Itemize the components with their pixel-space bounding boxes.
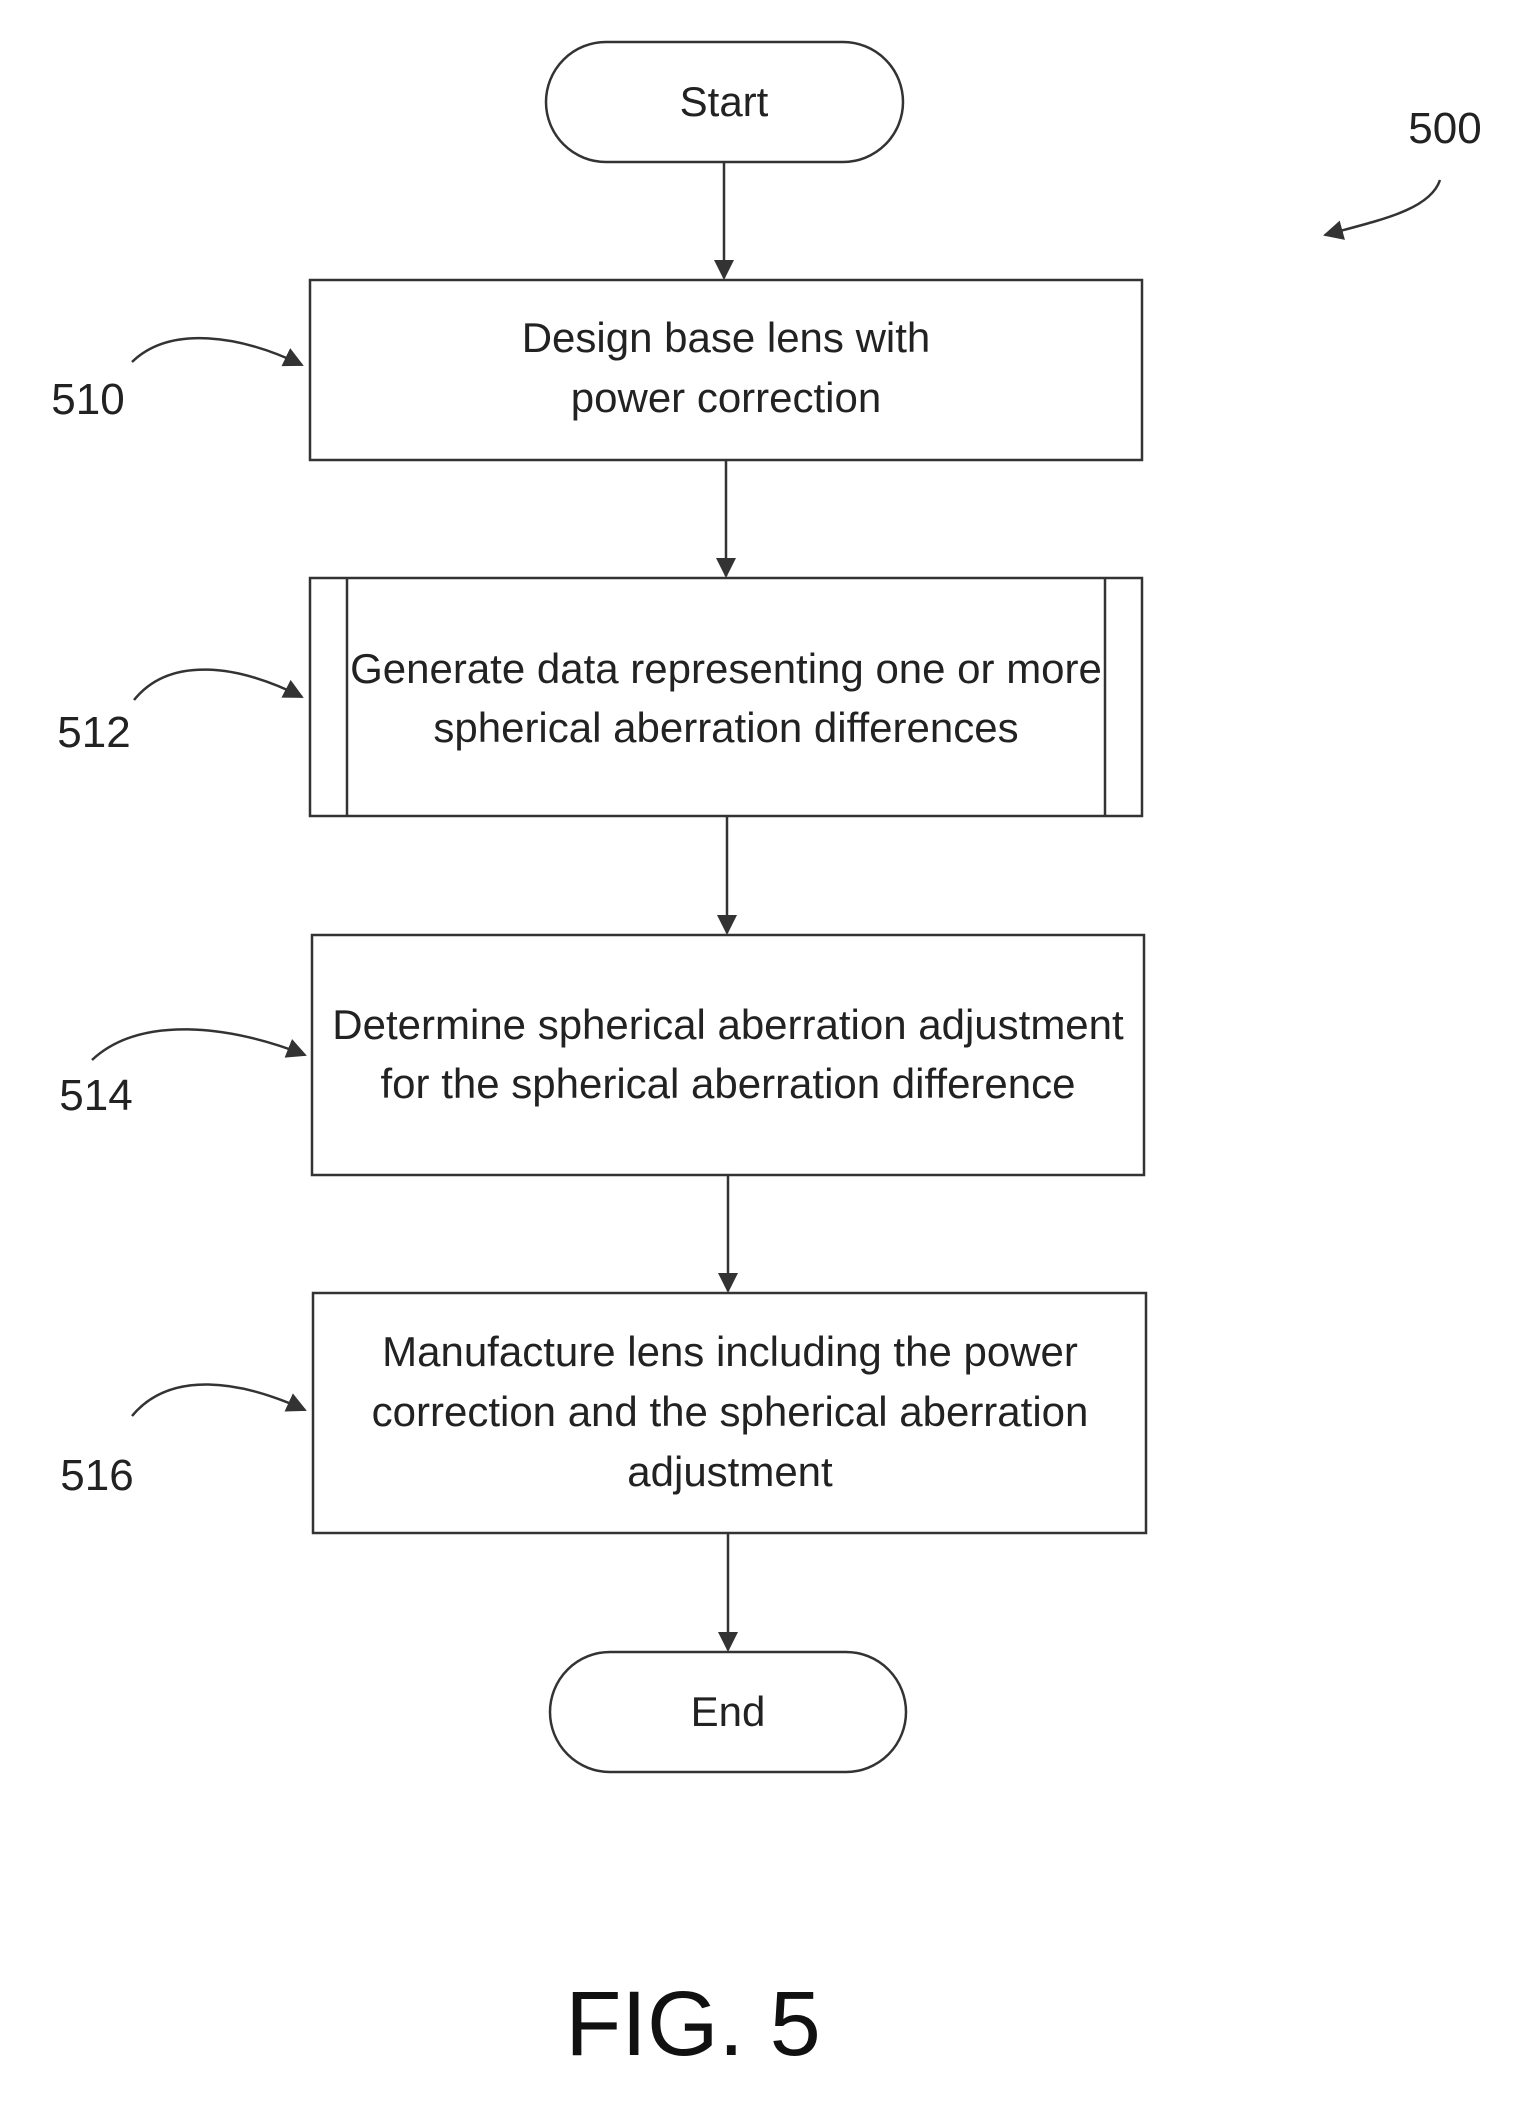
start-label: Start <box>680 78 769 125</box>
step-516: Manufacture lens including the power cor… <box>60 1293 1146 1533</box>
step-510: Design base lens with power correction 5… <box>51 280 1142 460</box>
end-terminal: End <box>550 1652 906 1772</box>
step-510-line-2: power correction <box>571 374 881 421</box>
step-512-ref-leader <box>134 670 302 700</box>
step-512-box <box>310 578 1142 816</box>
step-514-ref-leader <box>92 1029 305 1060</box>
step-510-ref-number: 510 <box>51 375 124 424</box>
step-510-line-1: Design base lens with <box>522 314 931 361</box>
step-512: Generate data representing one or more s… <box>57 578 1142 816</box>
step-516-ref-leader <box>132 1384 305 1416</box>
step-516-line-3: adjustment <box>627 1448 833 1495</box>
step-514-line-1: Determine spherical aberration adjustmen… <box>332 1001 1124 1048</box>
figure-caption: FIG. 5 <box>565 1973 821 2075</box>
step-512-ref-number: 512 <box>57 708 130 757</box>
step-514: Determine spherical aberration adjustmen… <box>59 935 1144 1175</box>
diagram-reference-number: 500 <box>1408 104 1481 153</box>
start-terminal: Start <box>546 42 903 162</box>
step-514-ref-number: 514 <box>59 1071 132 1120</box>
diagram-reference-leader <box>1325 180 1440 235</box>
step-512-line-2: spherical aberration differences <box>433 704 1018 751</box>
step-514-box <box>312 935 1144 1175</box>
step-514-line-2: for the spherical aberration difference <box>381 1060 1076 1107</box>
step-516-line-1: Manufacture lens including the power <box>382 1328 1078 1375</box>
step-516-ref-number: 516 <box>60 1451 133 1500</box>
step-510-ref-leader <box>132 338 302 365</box>
step-510-box <box>310 280 1142 460</box>
end-label: End <box>691 1688 766 1735</box>
step-512-line-1: Generate data representing one or more <box>350 645 1102 692</box>
step-516-line-2: correction and the spherical aberration <box>372 1388 1089 1435</box>
